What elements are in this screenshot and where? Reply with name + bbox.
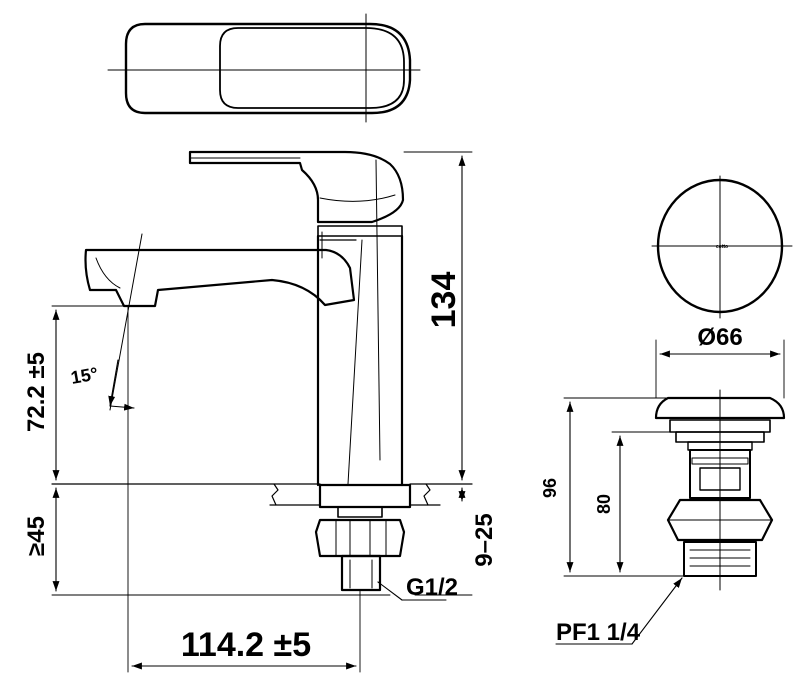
- spout-angle-label: 15°: [69, 364, 99, 388]
- waste-top-view: [651, 175, 793, 319]
- extension-lines: [51, 151, 473, 673]
- mounting-range-label: 9–25: [471, 513, 498, 566]
- counter-top: [51, 483, 473, 506]
- faucet-top-view: [107, 13, 421, 123]
- spout-reach-label: 114.2 ±5: [181, 626, 311, 664]
- waste-extension-lines: [563, 339, 785, 577]
- thread-size-label: G1/2: [406, 574, 458, 601]
- dimension-lines: [52, 155, 466, 670]
- total-height-label: 134: [425, 272, 463, 329]
- waste-body-height-label: 80: [594, 494, 614, 514]
- spout-height-label: 72.2 ±5: [23, 352, 50, 432]
- waste-thread-size-label: PF1 1/4: [556, 619, 641, 646]
- counter-thickness-label: ≥45: [23, 516, 50, 556]
- faucet-side-view: [84, 150, 412, 592]
- waste-total-height-label: 96: [540, 478, 560, 498]
- waste-dimension-lines: [555, 350, 781, 645]
- waste-diameter-label: Ø66: [697, 324, 742, 351]
- brand-logo: cotto: [716, 244, 728, 250]
- waste-side-view: [654, 389, 786, 591]
